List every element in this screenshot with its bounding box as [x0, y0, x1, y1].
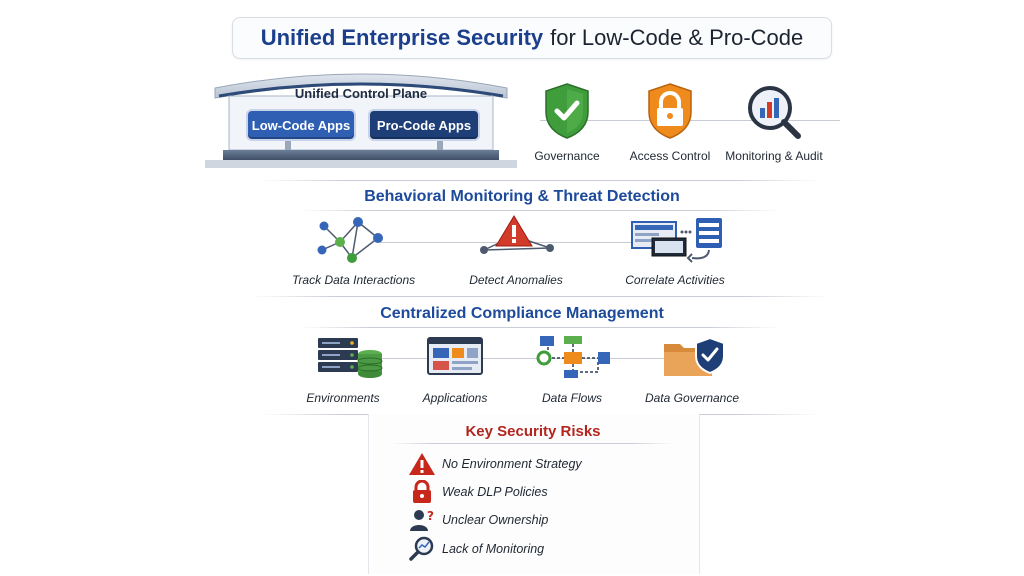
lock-icon	[413, 480, 431, 503]
warning-network-icon	[480, 215, 554, 254]
environments-label: Environments	[306, 391, 380, 405]
environments-item: Environments	[298, 332, 388, 405]
data-governance-label: Data Governance	[644, 391, 740, 405]
network-nodes-icon	[317, 217, 383, 263]
risks-list: No Environment Strategy Weak DLP Policie…	[408, 450, 668, 564]
behavioral-section-title: Behavioral Monitoring & Threat Detection	[364, 188, 680, 205]
detect-anomalies-label: Detect Anomalies	[469, 273, 563, 287]
risk-label: No Environment Strategy	[442, 457, 582, 471]
data-governance-item: Data Governance	[642, 332, 742, 405]
access-control-feature: Access Control	[623, 82, 717, 164]
correlate-activities-label: Correlate Activities	[625, 273, 725, 287]
control-plane-title: Unified Control Plane	[294, 86, 428, 101]
warning-icon	[409, 453, 435, 475]
magnifier-icon	[409, 536, 434, 561]
title-strong: Unified Enterprise Security	[260, 25, 544, 50]
risk-item: ? Unclear Ownership	[408, 506, 668, 534]
track-data-interactions-label: Track Data Interactions	[292, 273, 416, 287]
risk-item: Weak DLP Policies	[408, 478, 668, 506]
monitoring-audit-feature: Monitoring & Audit	[722, 82, 826, 164]
risk-label: Unclear Ownership	[442, 513, 549, 527]
server-icon	[318, 338, 383, 378]
applications-label: Applications	[422, 391, 488, 405]
detect-anomalies-item: Detect Anomalies	[458, 214, 574, 287]
svg-text:?: ?	[427, 509, 434, 523]
divider-4	[300, 327, 780, 328]
low-code-apps-button[interactable]: Low-Code Apps	[248, 111, 354, 139]
governance-feature: Governance	[524, 82, 610, 164]
divider-2	[300, 210, 780, 211]
divider-3	[250, 296, 830, 297]
person-question-icon: ?	[410, 509, 434, 531]
track-data-interactions-item: Track Data Interactions	[292, 214, 416, 287]
app-window-icon	[427, 337, 483, 375]
monitoring-audit-label: Monitoring & Audit	[725, 149, 823, 163]
risk-item: Lack of Monitoring	[408, 534, 668, 564]
compliance-connector-line	[360, 358, 700, 359]
applications-item: Applications	[412, 332, 498, 405]
flowchart-icon	[536, 336, 610, 378]
divider-1	[260, 180, 820, 181]
risk-label: Lack of Monitoring	[442, 542, 545, 556]
title-rest: for Low-Code & Pro-Code	[550, 25, 804, 50]
data-flows-item: Data Flows	[526, 332, 618, 405]
correlate-activities-item: Correlate Activities	[612, 214, 738, 287]
compliance-section-title: Centralized Compliance Management	[380, 305, 664, 322]
governance-label: Governance	[534, 149, 600, 163]
risks-title-underline	[390, 443, 674, 444]
data-flows-label: Data Flows	[541, 391, 603, 405]
pro-code-apps-button[interactable]: Pro-Code Apps	[370, 111, 478, 139]
risk-item: No Environment Strategy	[408, 450, 668, 478]
folder-shield-icon	[664, 336, 725, 376]
risk-label: Weak DLP Policies	[442, 485, 548, 499]
shield-check-icon	[545, 83, 589, 139]
padlock-icon	[648, 83, 692, 139]
screens-icon	[631, 218, 722, 263]
page-title: Unified Enterprise Security for Low-Code…	[232, 17, 832, 59]
access-control-label: Access Control	[629, 149, 711, 163]
risks-title: Key Security Risks	[465, 423, 601, 440]
magnifier-chart-icon	[748, 86, 801, 139]
